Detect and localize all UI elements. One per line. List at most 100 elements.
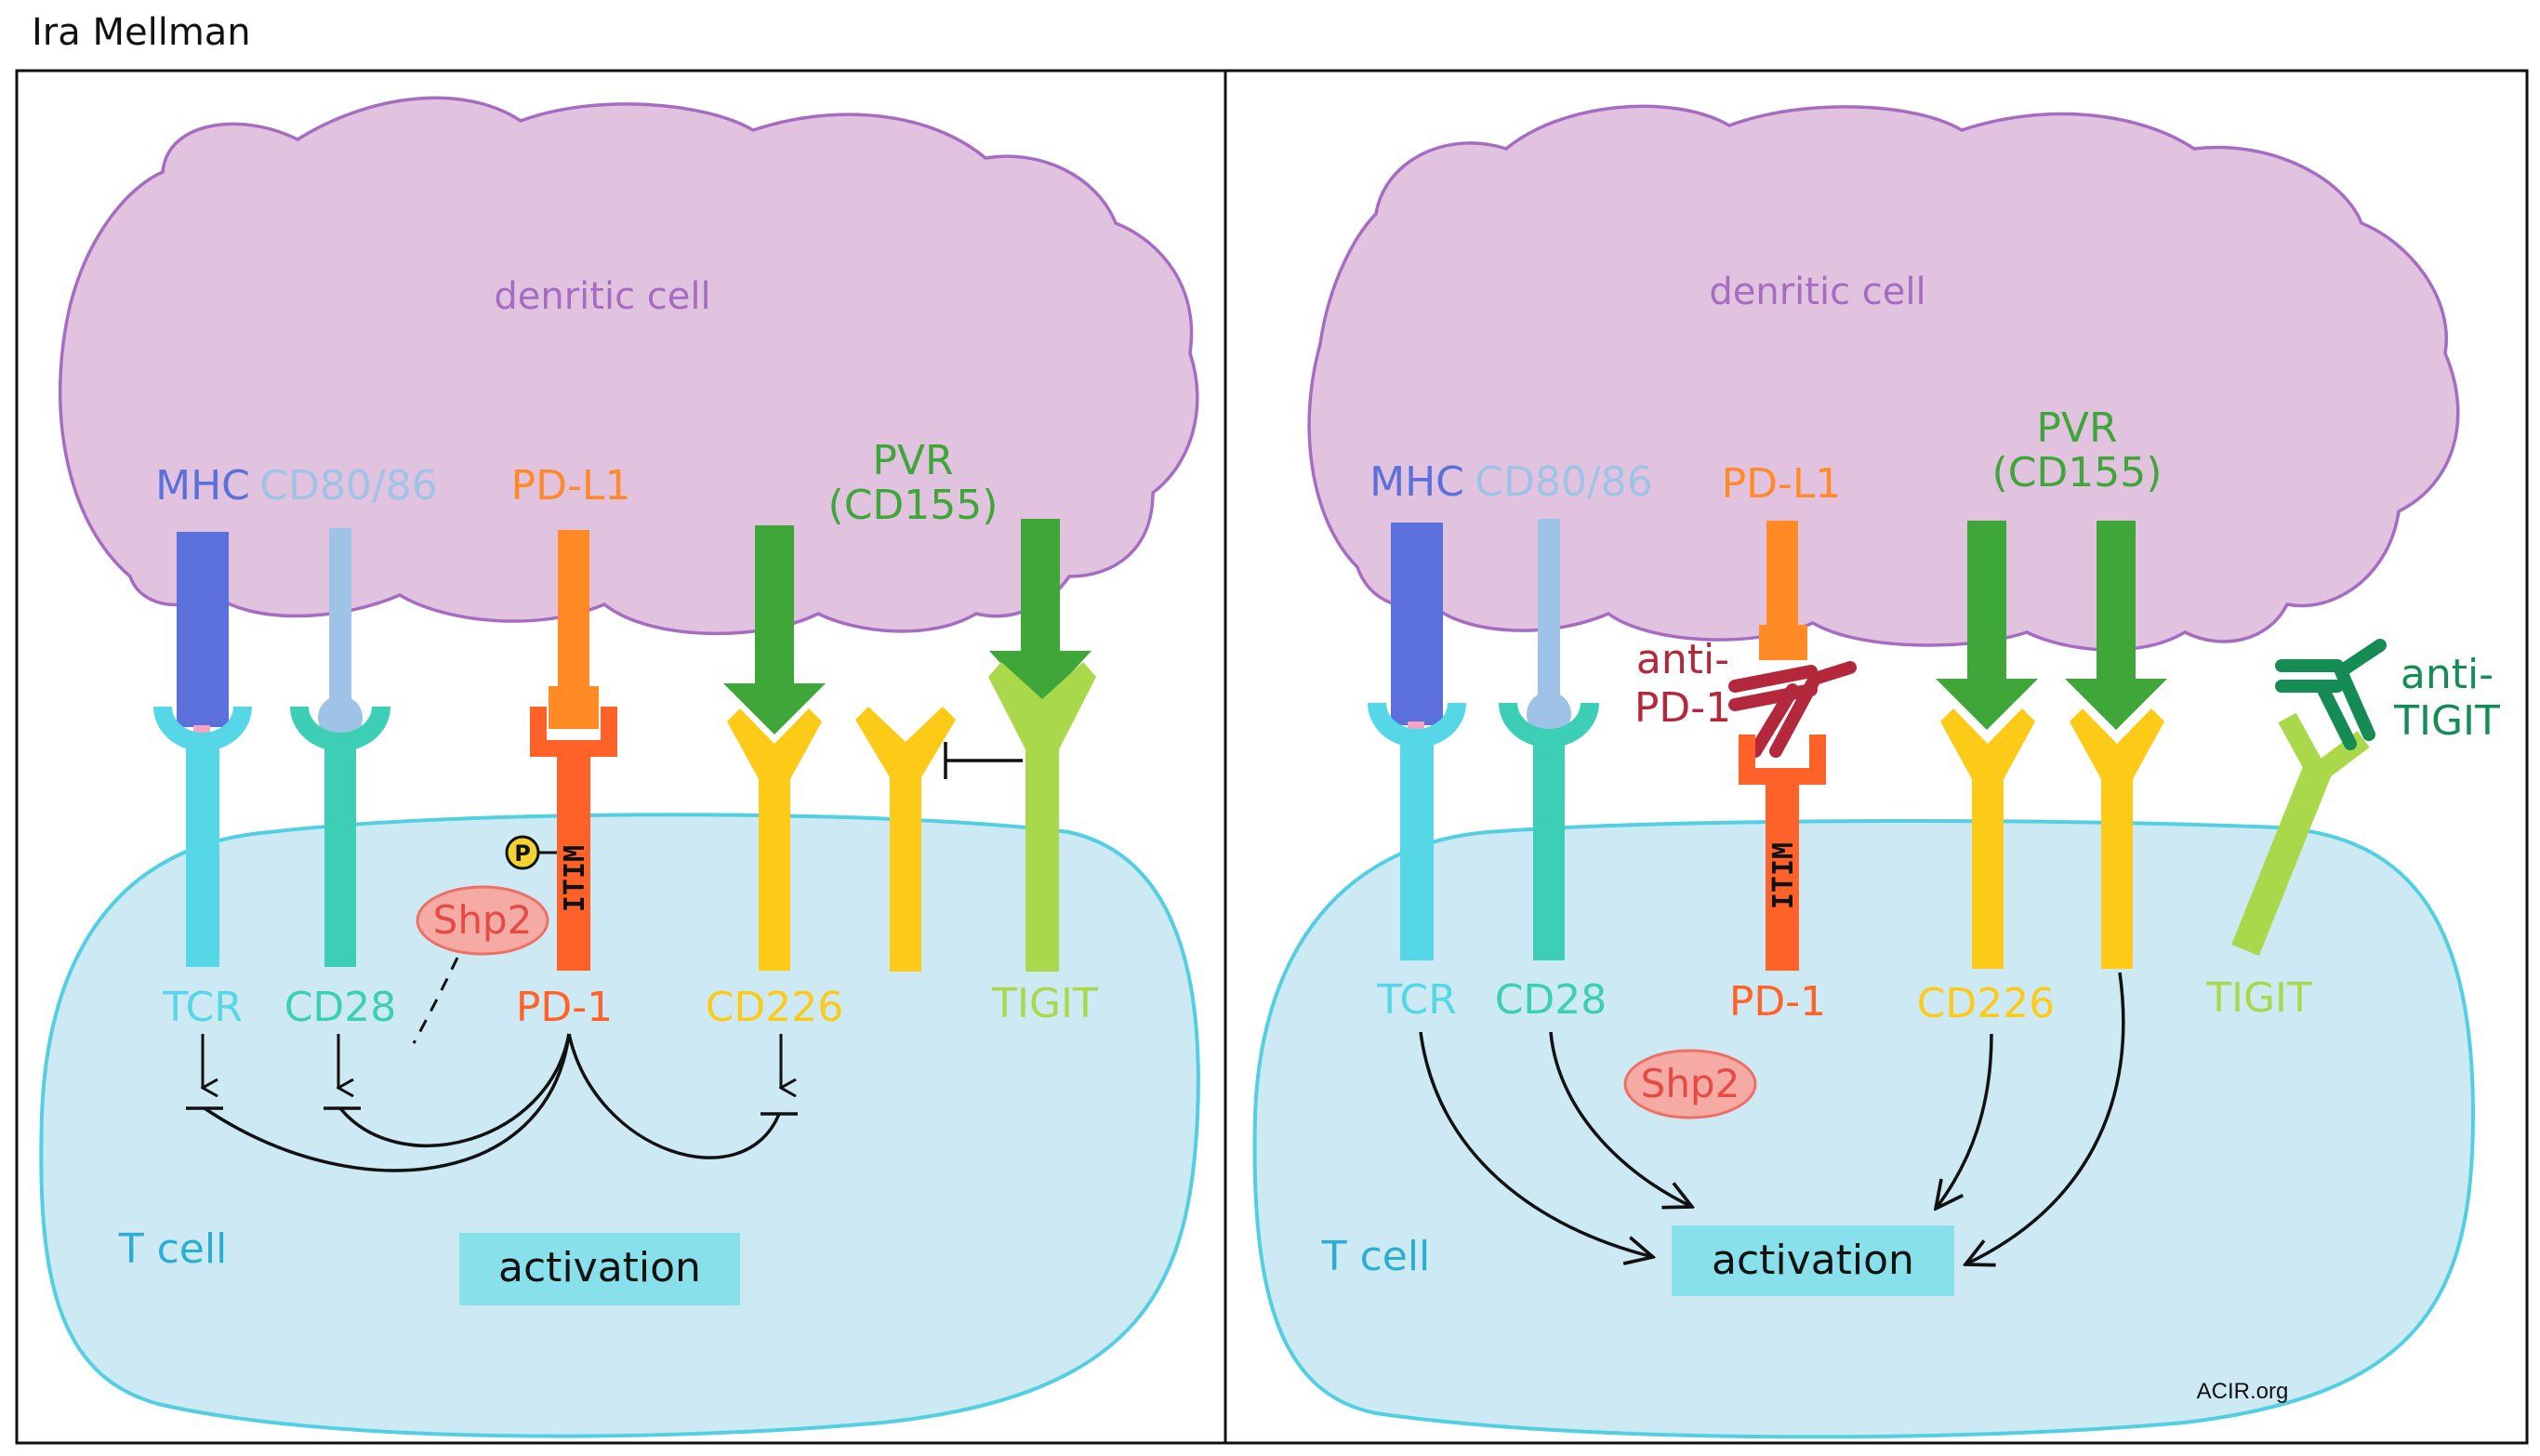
right-pvr-label: PVR: [2036, 404, 2117, 452]
right-anti-pd1-antibody: [1728, 661, 1857, 758]
right-cd80-head: [1527, 692, 1571, 736]
left-shp2: [416, 885, 549, 956]
right-anti-pd1-label-2: PD-1: [1634, 684, 1731, 732]
left-pvr-arrowhead-2: [989, 651, 1091, 707]
watermark: ACIR.org: [2197, 1379, 2289, 1404]
left-activation-label: activation: [498, 1244, 701, 1291]
left-cd155-label: (CD155): [828, 482, 999, 529]
right-panel-frame: [1224, 69, 2529, 1445]
right-t-cell: [1252, 819, 2476, 1439]
left-phospho-circle: [505, 835, 540, 870]
right-cd226-fork-2: [2070, 708, 2164, 779]
left-mhc-peptide: [193, 725, 210, 735]
right-pdl1-label: PD-L1: [1722, 460, 1842, 508]
left-cd226-label: CD226: [706, 984, 844, 1031]
right-cd226-stem-1: [1972, 774, 2004, 969]
left-tigit-fork: [988, 662, 1096, 749]
right-t-cell-label: T cell: [1321, 1233, 1431, 1280]
right-pvr-stem-1: [1967, 521, 2006, 683]
right-cd155-label: (CD155): [1992, 449, 2163, 496]
left-itim-label: ITIM: [559, 845, 591, 912]
right-panel: denritic cell MHC CD80/86 PD-L1 PVR (CD1…: [1252, 104, 2500, 1439]
right-anti-tigit-label-2: TIGIT: [2393, 697, 2500, 745]
left-pvr-label: PVR: [872, 437, 953, 484]
right-cd226b-activation-arrow: [1965, 972, 2125, 1264]
left-cd80-label: CD80/86: [259, 462, 437, 510]
left-pd1-inhibit-curve-cd226: [567, 1033, 781, 1159]
right-tcr-activation-arrow: [1419, 1031, 1653, 1257]
right-tcr-stem: [1400, 742, 1434, 960]
right-mhc: [1391, 523, 1443, 725]
right-cd28-label: CD28: [1495, 976, 1607, 1024]
right-dendritic-cell: [1307, 104, 2460, 652]
right-shp2: [1623, 1049, 1757, 1119]
right-mhc-peptide: [1408, 721, 1424, 731]
left-shp2-dashed-path: [412, 957, 459, 1044]
left-mhc-label: MHC: [155, 462, 250, 510]
right-tigit-label: TIGIT: [2205, 974, 2312, 1022]
left-pvr-arrowhead-1: [723, 683, 826, 735]
right-pdl1-stem: [1766, 521, 1798, 632]
left-cd226-fork: [727, 708, 822, 779]
left-pdl1-stem: [558, 530, 589, 688]
left-panel: denritic cell MHC CD80/86 PD-L1 PVR (CD1…: [39, 96, 1200, 1438]
right-anti-tigit-antibody: [2275, 639, 2387, 750]
right-cd28-cup: [1499, 703, 1599, 748]
left-cd80-stem: [329, 528, 351, 705]
right-shp2-label: Shp2: [1641, 1061, 1740, 1106]
left-cd226-y2-fork: [855, 707, 956, 777]
right-pd1-stem: [1766, 785, 1799, 971]
left-pd1-cup: [530, 707, 617, 757]
right-cd226-activation-arrow: [1936, 1033, 1993, 1209]
left-shp2-label: Shp2: [433, 897, 533, 943]
right-dendritic-cell-label: denritic cell: [1709, 271, 1925, 313]
right-cd80-label: CD80/86: [1475, 458, 1652, 506]
right-pd1-cup: [1739, 735, 1826, 785]
right-cd226-label: CD226: [1917, 980, 2056, 1027]
right-cd28-activation-arrow: [1549, 1031, 1692, 1207]
left-mhc: [177, 532, 229, 727]
left-cd28-label: CD28: [284, 984, 397, 1031]
left-pd1-stem: [557, 757, 590, 971]
left-t-cell-label: T cell: [118, 1225, 228, 1273]
author-name: Ira Mellman: [32, 11, 251, 54]
right-pvr-arrowhead-1: [1936, 679, 2038, 730]
left-tigit-label: TIGIT: [991, 980, 1098, 1027]
right-pdl1-head: [1759, 625, 1807, 660]
right-tcr-cup: [1368, 703, 1466, 748]
right-mhc-label: MHC: [1369, 458, 1464, 506]
left-pd1-label: PD-1: [516, 984, 613, 1031]
left-pdl1-head: [549, 686, 599, 729]
left-cd80-head: [318, 695, 363, 740]
right-tcr-label: TCR: [1376, 976, 1457, 1024]
right-anti-tigit-label-1: anti-: [2401, 651, 2494, 698]
right-activation-box: [1672, 1225, 1954, 1296]
left-pvr-stem-2: [1021, 519, 1060, 663]
left-cd28-stem: [324, 746, 356, 967]
left-tigit-stem: [1025, 744, 1059, 972]
right-pvr-stem-2: [2097, 521, 2136, 683]
left-dendritic-cell-label: denritic cell: [494, 275, 710, 318]
left-pdl1-label: PD-L1: [511, 462, 631, 510]
right-activation-label: activation: [1712, 1237, 1914, 1284]
left-activation-box: [459, 1233, 740, 1305]
right-cd28-stem: [1533, 742, 1565, 960]
right-cd80-stem: [1538, 519, 1560, 703]
left-tcr-cup: [153, 707, 252, 751]
left-pvr-stem-1: [755, 525, 794, 688]
left-tcr-stem: [186, 746, 219, 967]
right-anti-pd1-label-1: anti-: [1636, 636, 1729, 683]
right-pvr-arrowhead-2: [2065, 679, 2167, 730]
left-phospho-label: P: [514, 841, 531, 867]
right-pd1-label: PD-1: [1729, 978, 1826, 1026]
right-itim-label: ITIM: [1767, 842, 1800, 909]
left-pd1-inhibit-curve-tcr: [204, 1033, 571, 1172]
right-cd226-stem-2: [2101, 774, 2133, 969]
left-tcr-label: TCR: [162, 984, 243, 1031]
left-pd1-inhibit-curve-cd28: [338, 1033, 571, 1147]
left-cd226-y2-stem: [890, 772, 921, 972]
left-cd28-cup: [290, 707, 390, 751]
left-cd226-stem: [759, 774, 790, 971]
right-cd226-fork-1: [1940, 708, 2035, 779]
